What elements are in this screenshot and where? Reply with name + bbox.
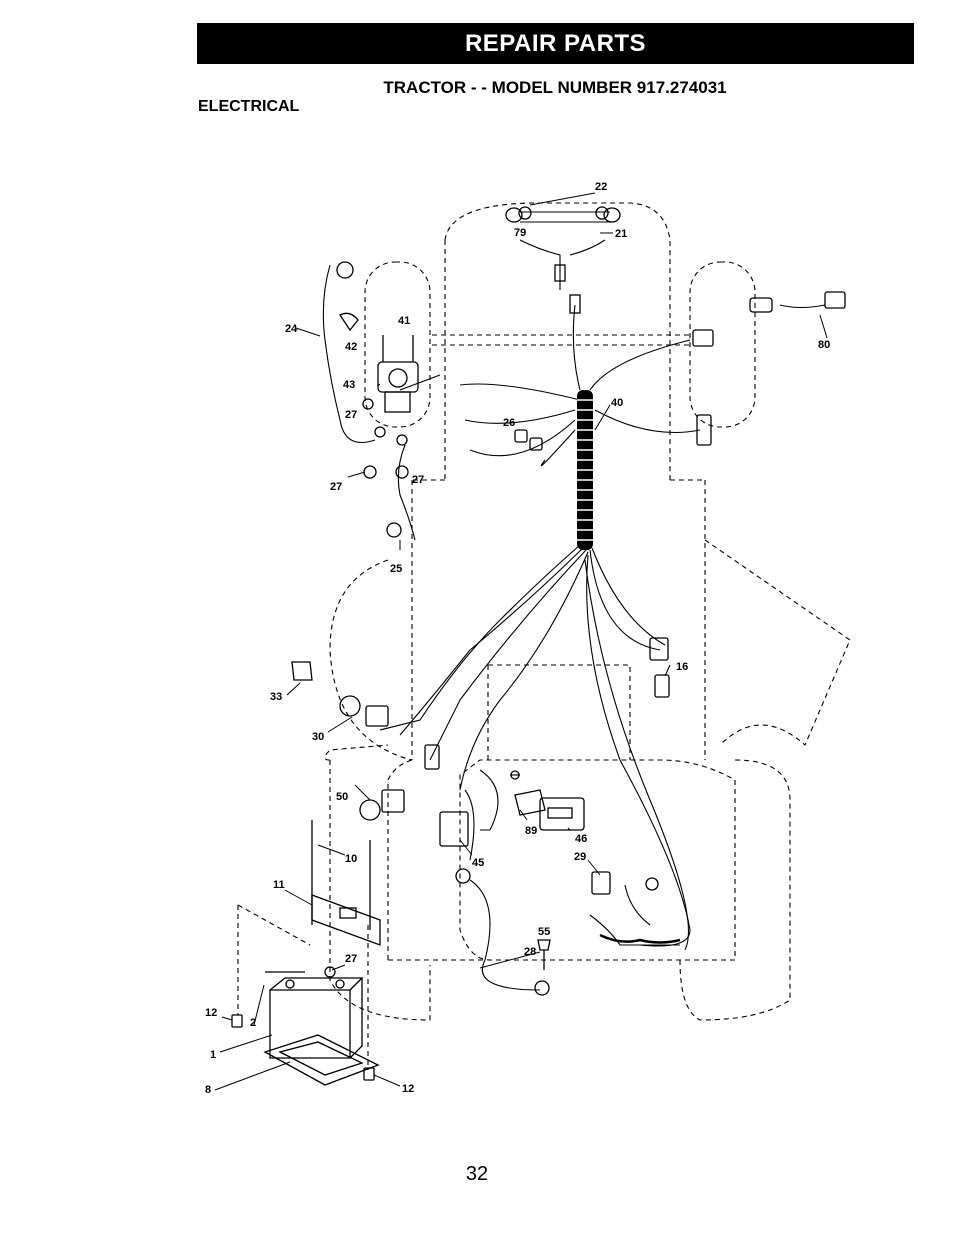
- callout-2: 2: [250, 1017, 256, 1029]
- callout-42: 42: [345, 341, 357, 353]
- chassis-outline: [237, 202, 851, 1070]
- callout-43: 43: [343, 379, 355, 391]
- callout-46: 46: [575, 833, 587, 845]
- model-title: TRACTOR - - MODEL NUMBER 917.274031: [383, 78, 727, 97]
- callouts: 22 79 21 80 24 41 42 43 27 27 27 40 26 2…: [205, 181, 830, 1096]
- section-heading: ELECTRICAL: [198, 98, 300, 115]
- repair-parts-banner: REPAIR PARTS: [197, 23, 914, 64]
- callout-1: 1: [210, 1049, 216, 1061]
- callout-21: 21: [615, 228, 627, 240]
- callout-40: 40: [611, 397, 623, 409]
- callout-24: 24: [285, 323, 298, 335]
- lower-coil: [599, 933, 681, 944]
- callout-12-right: 12: [402, 1083, 414, 1095]
- callout-41: 41: [398, 315, 410, 327]
- callout-26: 26: [503, 417, 515, 429]
- callout-45: 45: [472, 857, 484, 869]
- callout-33: 33: [270, 691, 282, 703]
- callout-11: 11: [273, 879, 285, 891]
- leader-lines: [214, 192, 828, 1091]
- callout-55: 55: [538, 926, 550, 938]
- harness-coil-stripes: [577, 399, 593, 541]
- parts: [231, 206, 846, 1086]
- callout-27-upper: 27: [345, 409, 357, 421]
- wiring-harness: [322, 211, 826, 991]
- callout-10: 10: [345, 853, 357, 865]
- callout-29: 29: [574, 851, 586, 863]
- callout-30: 30: [312, 731, 324, 743]
- callout-27-right: 27: [412, 474, 424, 486]
- callout-27-left: 27: [330, 481, 342, 493]
- callout-89: 89: [525, 825, 537, 837]
- callout-16: 16: [676, 661, 688, 673]
- callout-79: 79: [514, 227, 526, 239]
- page-number: 32: [465, 1163, 489, 1185]
- callout-50: 50: [336, 791, 348, 803]
- callout-12-left: 12: [205, 1007, 217, 1019]
- callout-80: 80: [818, 339, 830, 351]
- callout-25: 25: [390, 563, 402, 575]
- callout-27-battery: 27: [345, 953, 357, 965]
- callout-22: 22: [595, 181, 607, 193]
- callout-8: 8: [205, 1084, 211, 1096]
- callout-28: 28: [524, 946, 536, 958]
